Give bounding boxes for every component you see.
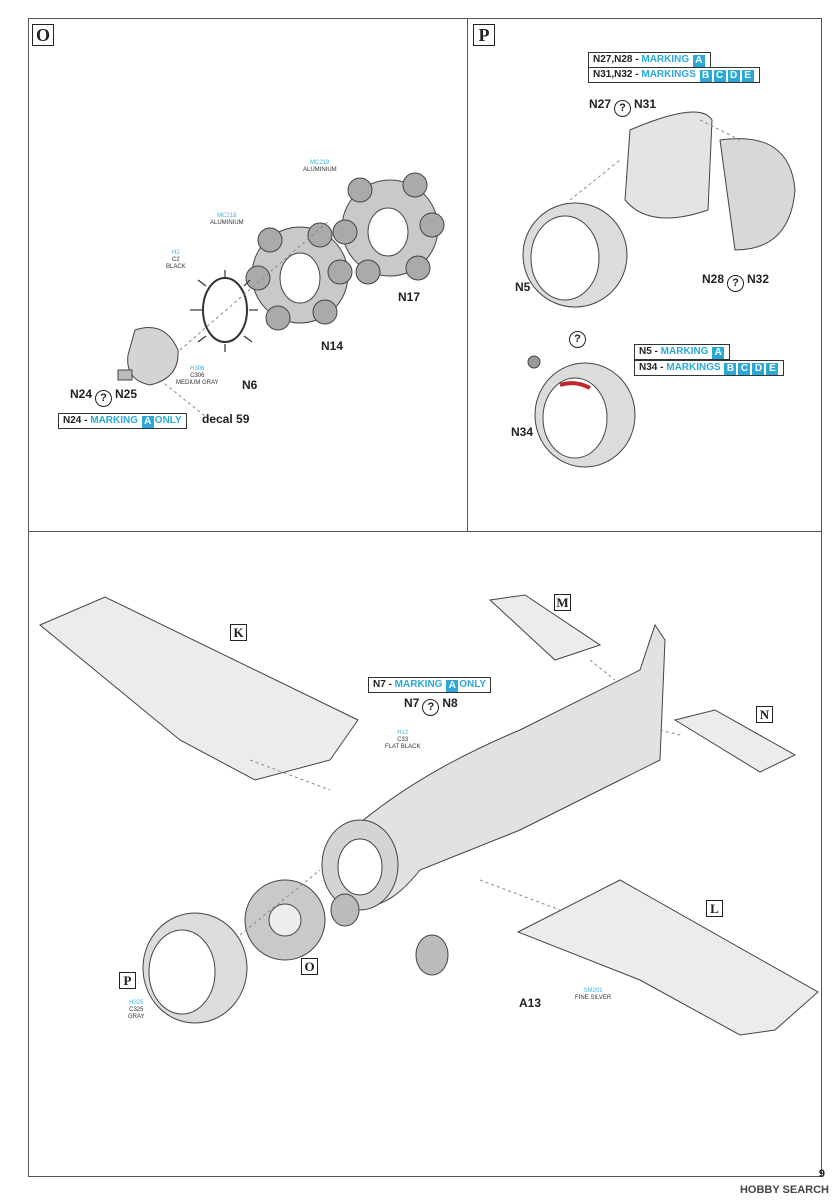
ring-n6-drawing [190,270,258,352]
part-n28-n32: N28?N32 [702,272,769,292]
engine-n17-drawing [332,172,445,285]
part-n6: N6 [242,378,258,392]
page-number: 9 [818,1168,825,1180]
cowling-n5-drawing [522,202,628,308]
callout-p: P [119,972,136,989]
main-assembly-panel [28,531,822,1177]
note-n5-marking: N5 - MARKING A [634,344,731,360]
part-decal-59: decal 59 [202,412,250,426]
part-n24-n25: N24?N25 [70,387,137,407]
stabilizer-m-drawing [488,594,602,661]
callout-l: L [706,900,723,917]
question-mark-n34: ? [566,328,589,348]
question-icon: ? [727,275,745,292]
part-n14: N14 [321,339,344,353]
part-n27-n31: N27?N31 [589,97,656,117]
question-icon: ? [422,699,440,716]
wing-l-drawing [516,879,819,1036]
gearbox-n24-drawing [117,327,179,386]
engine-n14-drawing [245,222,353,331]
stabilizer-n-drawing [673,709,797,773]
question-icon: ? [614,100,632,117]
part-n5: N5 [515,280,531,294]
callout-m: M [554,594,571,611]
part-n7-n8: N7?N8 [404,696,458,716]
callout-k: K [230,624,247,641]
fuselage-drawing [321,623,666,976]
callout-o: O [301,958,318,975]
part-n17: N17 [398,290,421,304]
engine-o-drawing [244,879,326,961]
cowling-p-drawing [142,912,248,1024]
part-a13: A13 [519,996,542,1010]
watermark: HOBBY SEARCH [739,1184,829,1196]
step-label-o: O [32,24,54,46]
wing-k-drawing [39,596,359,781]
note-n27-n28-marking: N27,N28 - MARKING A [588,52,711,68]
question-icon: ? [569,331,586,348]
callout-n: N [756,706,773,723]
question-icon: ? [95,390,113,407]
step-label-p: P [473,24,495,46]
part-n34: N34 [511,425,534,439]
cowling-n34-drawing [527,355,636,468]
cowling-n27-drawing [624,111,713,219]
cowling-n28-drawing [719,138,796,251]
